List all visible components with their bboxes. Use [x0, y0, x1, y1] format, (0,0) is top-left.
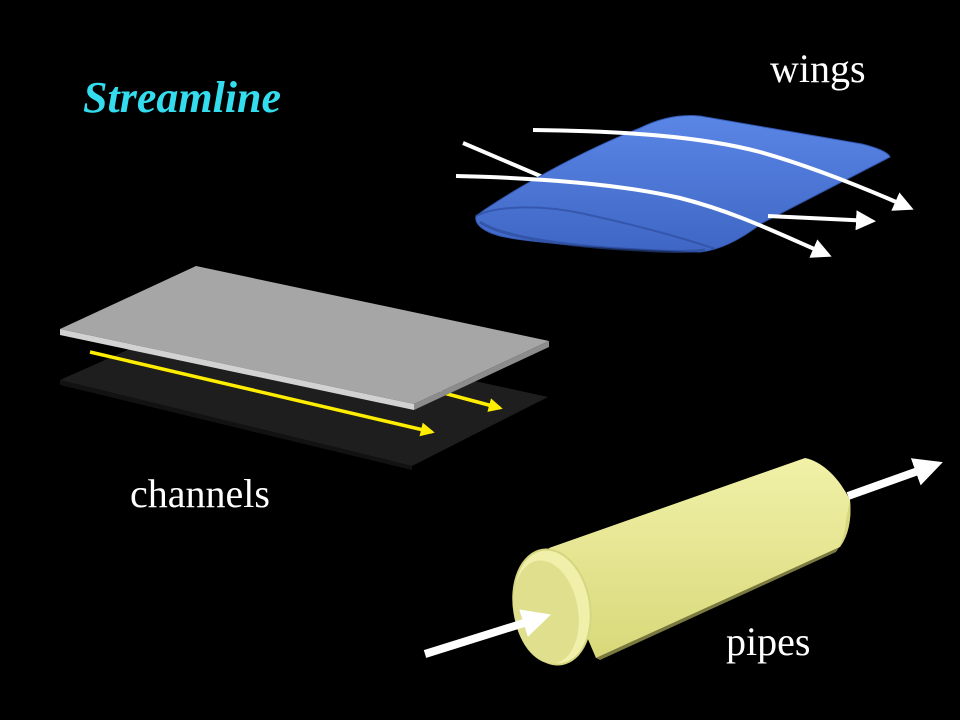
wing-streamline-lower	[462, 141, 546, 180]
channel-flow-arrow-rear	[439, 390, 503, 412]
wing-underside	[479, 220, 706, 253]
pipe-diagram	[423, 458, 943, 666]
wing-leading-edge	[475, 206, 716, 250]
label-pipes: pipes	[726, 619, 810, 664]
slide-title: Streamline	[83, 73, 281, 122]
wing-diagram	[455, 115, 914, 258]
pipe-entry-arrow	[423, 609, 551, 658]
label-wings: wings	[770, 46, 866, 91]
wing-shape	[475, 115, 891, 253]
channel-top-plate	[60, 266, 549, 404]
wing-streamline-trailing	[767, 210, 876, 231]
wing-streamline-middle	[455, 174, 832, 258]
channel-diagram	[60, 266, 549, 470]
wing-streamline-top	[532, 128, 914, 211]
pipe-body	[549, 458, 851, 658]
pipe-exit-arrow	[846, 458, 943, 500]
channel-bottom-plate-edge	[60, 380, 412, 470]
channel-top-plate-edge	[60, 329, 414, 410]
channel-top-plate-side	[414, 341, 549, 410]
label-channels: channels	[130, 471, 270, 516]
channel-flow-arrow-front	[89, 350, 435, 437]
